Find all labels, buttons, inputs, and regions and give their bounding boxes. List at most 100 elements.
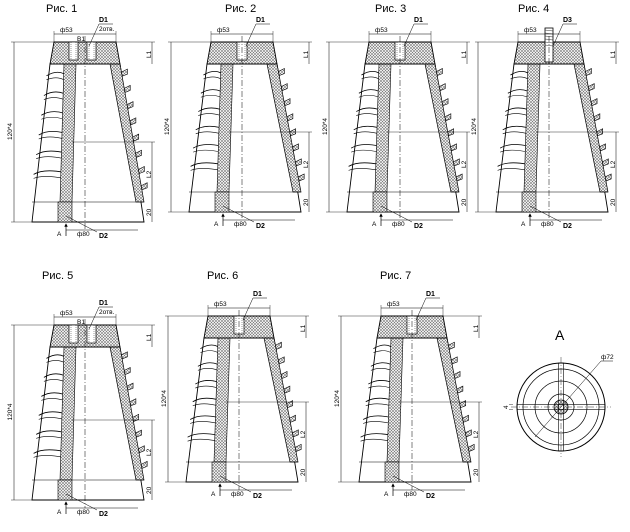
dim-top-diameter: ф53 <box>524 27 537 34</box>
shed-left <box>43 91 65 96</box>
shed-left-under <box>43 379 65 382</box>
shed-left <box>192 144 222 149</box>
shed-left <box>189 415 219 420</box>
shed-right <box>450 143 457 152</box>
leader-line <box>65 493 98 511</box>
leader-line <box>552 23 564 47</box>
shed-right <box>280 370 288 379</box>
dim-l2: L2 <box>300 430 307 438</box>
shed-left <box>203 70 222 76</box>
figure-caption: Рис. 3 <box>375 3 406 15</box>
figure-caption: Рис. 5 <box>42 270 73 282</box>
holes-note: 2отв. <box>99 309 115 316</box>
dim-l2: L2 <box>303 160 310 168</box>
dim-l2: L2 <box>461 160 468 168</box>
shed-left-under <box>200 350 219 353</box>
shed-left-under <box>46 77 65 81</box>
shed-right <box>587 83 595 91</box>
shed-left-under <box>507 94 529 98</box>
shed-right <box>123 84 131 93</box>
shed-right <box>448 341 455 350</box>
shed-left <box>361 70 380 76</box>
shed-left <box>41 392 65 397</box>
leader-line <box>88 306 100 330</box>
hole-spacing-label: B1 <box>77 36 85 43</box>
thread-label: D1 <box>426 291 435 298</box>
shed-right <box>140 460 148 469</box>
dim-l1: L1 <box>300 324 307 332</box>
shed-right <box>450 356 458 365</box>
shed-left <box>35 430 65 435</box>
stud-thread <box>544 29 554 32</box>
leader-line <box>415 297 427 321</box>
bottom-thread-label: D2 <box>563 223 572 230</box>
shed-left <box>46 354 65 359</box>
dim-bottom-diameter: ф80 <box>392 221 405 228</box>
dim-bottom-diameter: ф80 <box>77 231 90 238</box>
shed-right <box>599 143 606 152</box>
shed-left-under <box>373 350 392 353</box>
shed-right <box>453 158 460 167</box>
shed-left <box>370 362 392 367</box>
leader-line <box>222 205 255 223</box>
shed-right <box>602 158 609 167</box>
dim-20: 20 <box>146 208 153 216</box>
dim-overall-height: 120*4 <box>7 403 14 420</box>
shed-right <box>590 98 598 107</box>
dim-l1: L1 <box>146 333 153 341</box>
shed-left <box>502 125 529 131</box>
shed-left-under <box>203 76 222 80</box>
figure-caption: Рис. 1 <box>46 3 77 15</box>
leader-line <box>65 215 98 233</box>
shed-right <box>455 173 463 182</box>
bottom-thread-label: D2 <box>426 493 435 500</box>
view-a-title: A <box>555 327 565 343</box>
dim-bottom-diameter: ф80 <box>77 509 90 516</box>
dim-overall-height: 120*4 <box>161 390 168 407</box>
view-label: A <box>57 231 62 238</box>
thread-label: D1 <box>256 17 265 24</box>
hole-spacing-label: B1 <box>77 319 85 326</box>
shed-right <box>129 398 137 407</box>
view-label: A <box>57 509 62 516</box>
figure-caption: Рис. 6 <box>207 270 238 282</box>
shed-right <box>129 117 137 126</box>
thread-label: D1 <box>99 300 108 307</box>
shed-left <box>38 130 65 136</box>
figure-caption: Рис. 4 <box>518 3 549 15</box>
shed-right <box>286 400 294 409</box>
dim-20: 20 <box>610 198 617 206</box>
shed-left-under <box>353 131 380 135</box>
bottom-thread-label: D2 <box>256 223 265 230</box>
thread-label: D3 <box>563 17 572 24</box>
shed-left-under <box>195 131 222 135</box>
shed-left <box>505 107 529 112</box>
shed-right <box>138 166 145 174</box>
shed-left <box>35 150 65 156</box>
shed-right <box>456 385 464 394</box>
dim-top-diameter: ф53 <box>217 27 230 34</box>
shed-left-under <box>361 76 380 80</box>
shed-left <box>197 362 219 367</box>
dim-overall-height: 120*4 <box>322 118 329 135</box>
shed-right <box>292 143 299 152</box>
shed-right <box>126 101 134 109</box>
shed-right <box>280 83 288 91</box>
shed-right <box>138 445 145 454</box>
shed-left-under <box>505 113 529 116</box>
shed-right <box>132 133 140 142</box>
shed-right <box>275 341 282 350</box>
dim-overall-height: 120*4 <box>164 118 171 135</box>
shed-left <box>200 89 222 94</box>
shed-right <box>453 370 461 379</box>
shed-left <box>41 111 65 116</box>
shed-right <box>140 182 148 191</box>
shed-right <box>283 98 291 107</box>
threaded-hole <box>68 41 79 61</box>
dim-overall-height: 120*4 <box>334 390 341 407</box>
dim-top-diameter: ф53 <box>214 301 227 308</box>
shed-left <box>195 125 222 131</box>
